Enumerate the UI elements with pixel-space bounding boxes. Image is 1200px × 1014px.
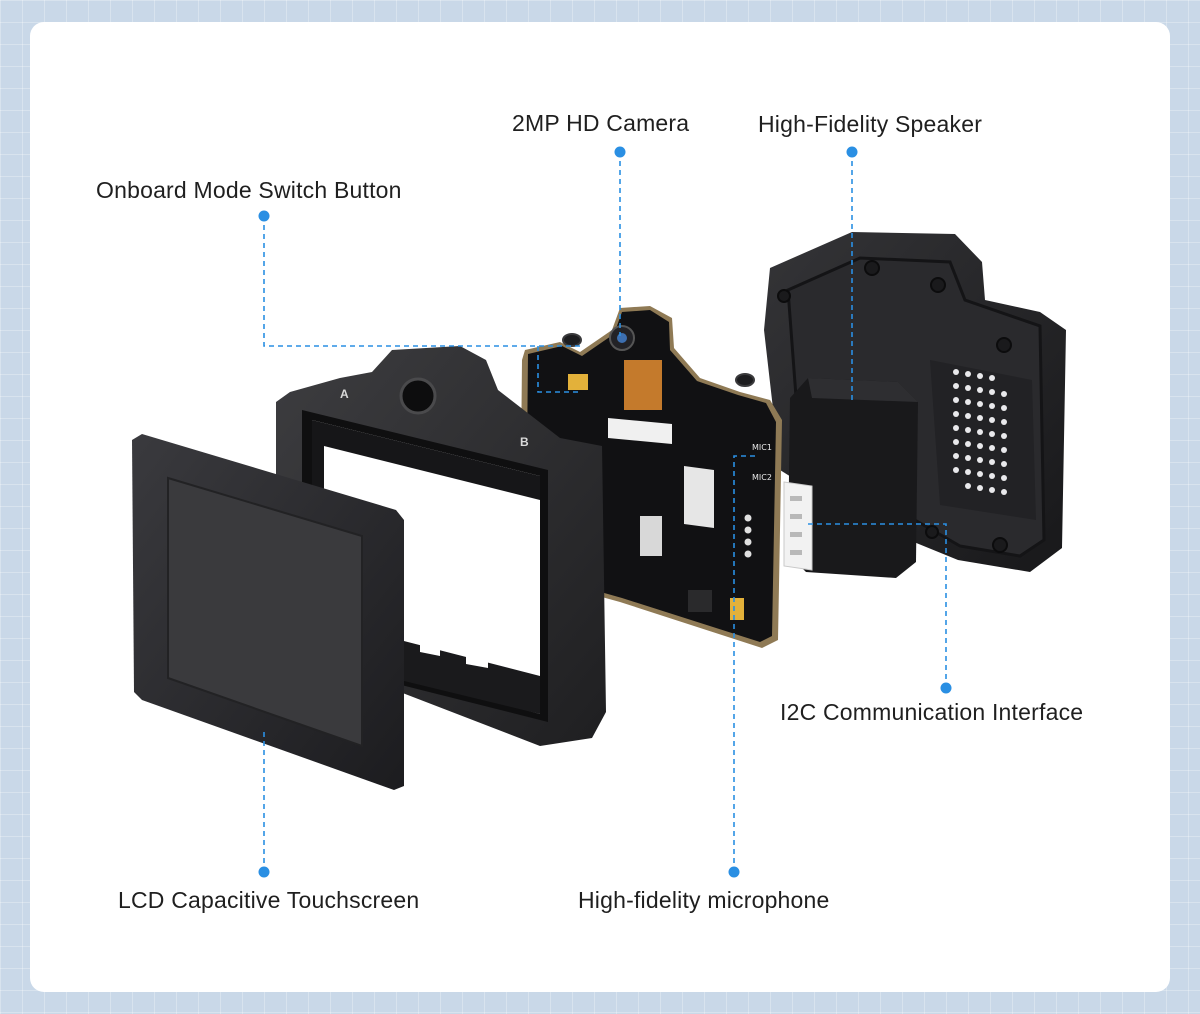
camera-callout-label: 2MP HD Camera <box>512 110 690 136</box>
mode-button-leader-line <box>263 216 580 347</box>
mode-switch-button <box>568 374 588 390</box>
fpc-connector <box>608 418 672 444</box>
mic2-silkscreen: MIC2 <box>752 473 772 482</box>
frame-camera-hole <box>399 377 437 415</box>
callout-dots <box>258 146 952 878</box>
microphone-leader-line <box>733 455 758 872</box>
button-a-label: A <box>340 387 349 401</box>
callout-lines <box>263 152 947 872</box>
i2c-connector <box>783 481 813 571</box>
i2c-callout-label: I2C Communication Interface <box>780 699 1084 725</box>
microphone-callout-label: High-fidelity microphone <box>578 887 830 913</box>
speaker-callout-label: High-Fidelity Speaker <box>758 111 983 137</box>
speaker-module <box>788 378 918 578</box>
touchscreen-callout-label: LCD Capacitive Touchscreen <box>118 887 420 913</box>
mode-button-dot <box>258 210 270 222</box>
mode-button-leader-line-2 <box>537 346 582 393</box>
mode-button-callout-label: Onboard Mode Switch Button <box>96 177 402 203</box>
i2c-leader-line <box>806 523 947 688</box>
speaker-dot <box>846 146 858 158</box>
touchscreen-dot <box>258 866 270 878</box>
camera-flex-cable <box>624 360 662 410</box>
button-b-label: B <box>520 435 529 449</box>
camera-dot <box>614 146 626 158</box>
mic1-silkscreen: MIC1 <box>752 443 772 452</box>
lcd-touchscreen-panel <box>132 434 404 790</box>
speaker-grille <box>953 369 1007 495</box>
microphone-dot <box>728 866 740 878</box>
camera-lens <box>609 325 635 351</box>
i2c-dot <box>940 682 952 694</box>
